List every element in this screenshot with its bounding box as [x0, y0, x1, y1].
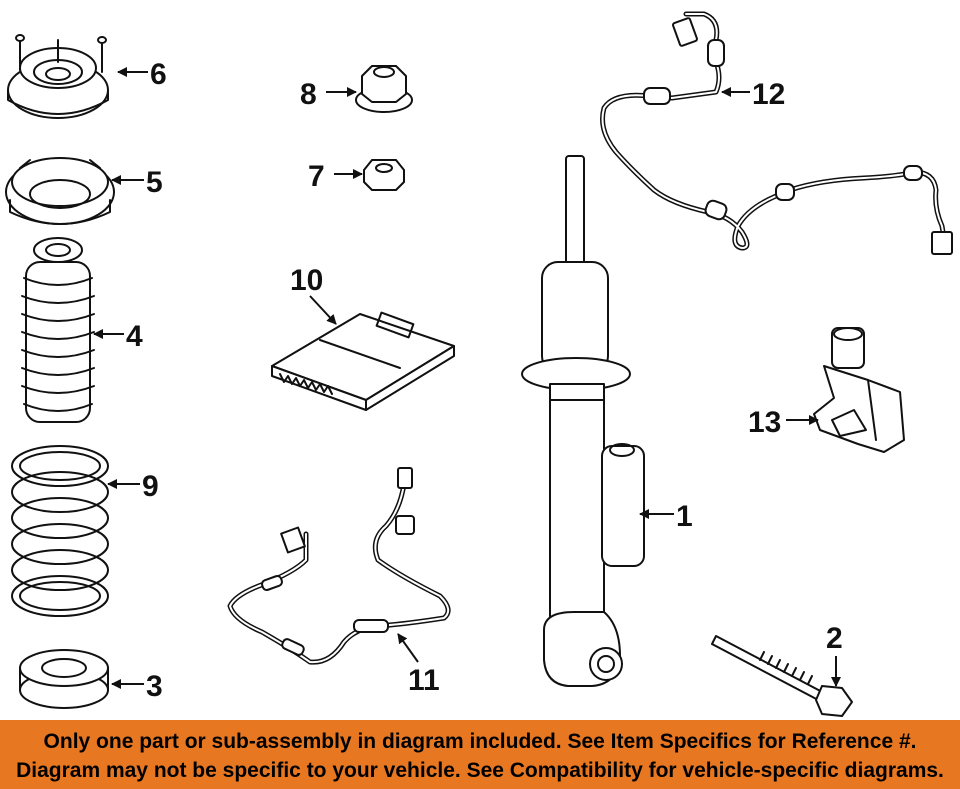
callout-11: 11 [408, 664, 440, 697]
disclaimer-line-2: Diagram may not be specific to your vehi… [16, 759, 944, 782]
part-9-coil-spring [11, 445, 109, 617]
part-4-dust-boot [21, 237, 95, 423]
callout-1: 1 [676, 500, 693, 533]
arrow-10 [309, 295, 337, 325]
arrow-11 [397, 633, 419, 663]
callout-13: 13 [748, 406, 781, 439]
parts-diagram: 6 5 4 9 [5, 11, 953, 717]
callout-3: 3 [146, 670, 163, 703]
callout-12: 12 [752, 78, 785, 111]
callout-5: 5 [146, 166, 163, 199]
part-8-flange-nut [355, 65, 413, 113]
part-13-sensor-bracket [813, 327, 905, 453]
callout-2: 2 [826, 622, 843, 655]
part-5-spring-seat [5, 157, 115, 225]
callout-7: 7 [308, 160, 325, 193]
part-1-shock-absorber [521, 155, 645, 687]
callout-10: 10 [290, 264, 323, 297]
part-7-hex-nut [363, 159, 405, 191]
part-6-upper-mount [7, 34, 109, 119]
callout-6: 6 [150, 58, 167, 91]
disclaimer-line-1: Only one part or sub-assembly in diagram… [43, 730, 917, 753]
part-3-lower-seat [19, 649, 109, 709]
disclaimer-banner: Only one part or sub-assembly in diagram… [0, 720, 960, 789]
part-12-height-sensor-wire [600, 11, 953, 255]
callout-8: 8 [300, 78, 317, 111]
callout-9: 9 [142, 470, 159, 503]
part-11-sensor-wire [227, 467, 451, 665]
part-10-control-module [271, 311, 455, 411]
callout-4: 4 [126, 320, 143, 353]
part-2-bolt [711, 635, 853, 717]
